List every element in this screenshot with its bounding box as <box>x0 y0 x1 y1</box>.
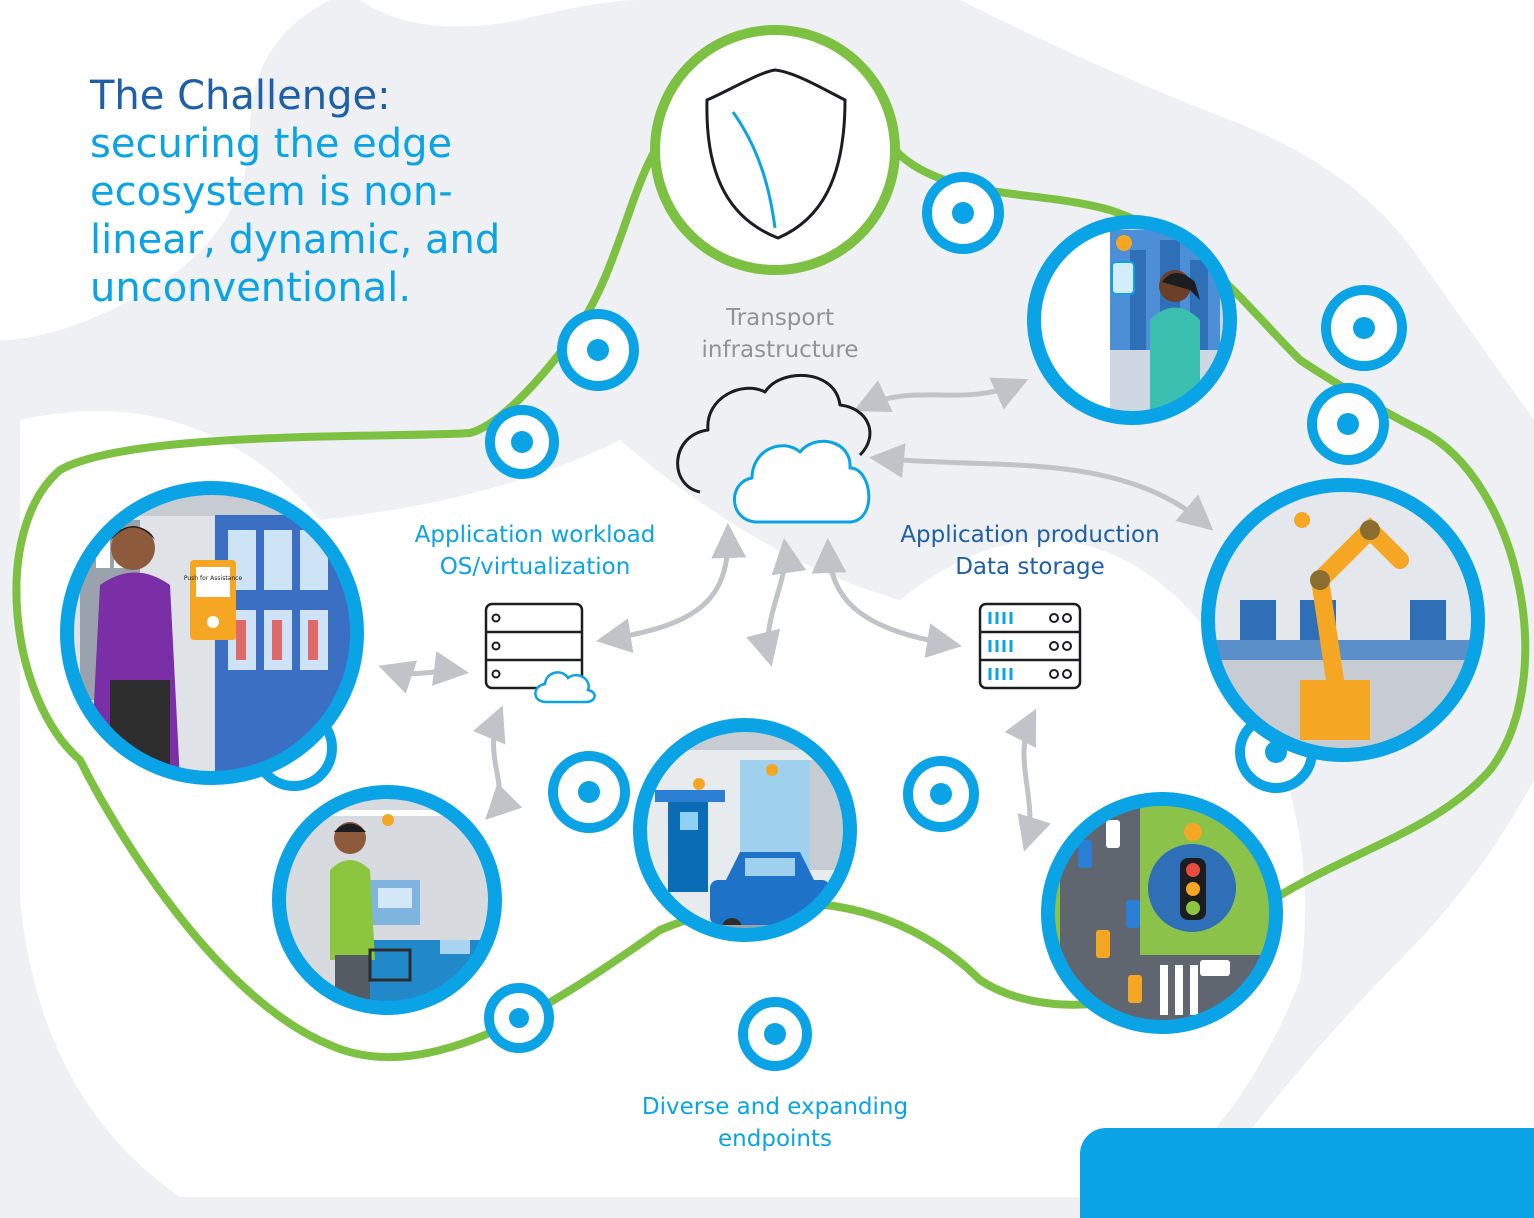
cloud-icon <box>676 373 872 524</box>
label-application-production: Application production Data storage <box>900 522 1160 580</box>
shield-icon <box>705 68 847 240</box>
background-blob <box>960 0 1534 420</box>
push-assistance-sign: Push for Assistance <box>184 575 243 582</box>
arrow-production-cloud <box>811 538 962 658</box>
background-blob <box>0 0 330 340</box>
retail-store-scene: Push for Assistance <box>60 481 364 785</box>
title-line-2: securing the edge ecosystem is non- line… <box>90 121 501 311</box>
arrow-workload-checkout <box>473 705 523 820</box>
storage-server-icon <box>978 602 1082 690</box>
arrow-workload-cloud <box>596 523 747 654</box>
connector-arrows <box>378 377 1214 852</box>
gas-station-scene <box>633 718 857 942</box>
arrow-store-workload <box>378 651 469 694</box>
node-dots <box>509 202 1375 1045</box>
page-title: The Challenge: securing the edge ecosyst… <box>90 72 500 312</box>
arrow-cloud-factory <box>869 443 1214 531</box>
hospital-scene <box>1027 215 1237 425</box>
server-cloud-icon <box>484 602 596 704</box>
shield-node <box>650 25 900 275</box>
title-line-1: The Challenge: <box>90 73 391 119</box>
label-application-workload: Application workload OS/virtualization <box>414 522 656 580</box>
label-transport-infrastructure: Transport infrastructure <box>701 305 859 363</box>
arrow-gas-cloud <box>746 538 807 667</box>
factory-robot-scene <box>1201 478 1485 762</box>
corner-accent-block <box>1080 1128 1534 1218</box>
traffic-scene <box>1041 792 1283 1034</box>
background-blob <box>360 0 640 27</box>
self-checkout-scene <box>272 785 502 1015</box>
label-diverse-endpoints: Diverse and expanding endpoints <box>641 1094 909 1152</box>
arrow-production-traffic <box>1004 708 1052 852</box>
background-blob <box>1200 780 1534 1197</box>
arrow-cloud-hospital <box>853 377 1029 413</box>
